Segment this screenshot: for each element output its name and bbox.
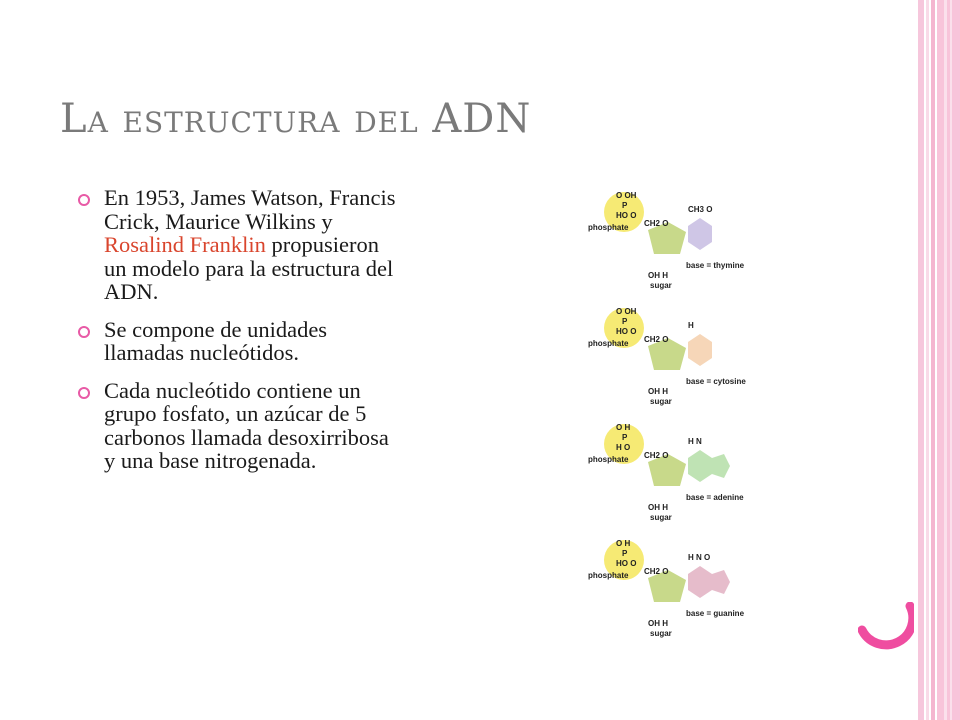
phosphate-label: phosphate [588, 223, 629, 232]
decorative-stripe [931, 0, 935, 720]
decorative-stripe [950, 0, 952, 720]
sugar-oh-label: OH H [648, 387, 668, 396]
bullet-item: Se compone de unidades llamadas nucleóti… [78, 316, 398, 365]
sugar-label: sugar [650, 513, 672, 522]
phosphate-group-label: HO O [616, 559, 636, 568]
sugar-shape [648, 338, 686, 370]
base-label: base = cytosine [686, 377, 746, 386]
phosphate-group-label: P [622, 317, 628, 326]
decorative-stripe [926, 0, 929, 720]
sugar-shape [648, 454, 686, 486]
sugar-oh-label: OH H [648, 271, 668, 280]
base-label: base = adenine [686, 493, 744, 502]
phosphate-circle [604, 424, 644, 464]
base-group-label: H [688, 321, 694, 330]
base-ring [712, 570, 730, 594]
base-ring [688, 218, 712, 250]
sugar-oh-label: OH H [648, 503, 668, 512]
decorative-stripe [918, 0, 924, 720]
sugar-group-label: CH2 O [644, 219, 668, 228]
phosphate-group-label: O H [616, 539, 630, 548]
sugar-oh-label: OH H [648, 619, 668, 628]
sugar-label: sugar [650, 281, 672, 290]
highlight-text: Rosalind Franklin [104, 232, 266, 257]
phosphate-circle [604, 192, 644, 232]
sugar-group-label: CH2 O [644, 451, 668, 460]
bullet-text: Se compone de unidades llamadas nucleóti… [104, 316, 328, 365]
bullet-text: Cada nucleótido contiene un grupo fosfat… [104, 377, 389, 473]
phosphate-label: phosphate [588, 455, 629, 464]
phosphate-group-label: P [622, 201, 628, 210]
phosphate-circle [604, 308, 644, 348]
bullet-list: En 1953, James Watson, Francis Crick, Ma… [78, 186, 398, 487]
decorative-arc [858, 602, 914, 650]
phosphate-group-label: H O [616, 443, 630, 452]
phosphate-group-label: P [622, 549, 628, 558]
phosphate-label: phosphate [588, 571, 629, 580]
bullet-icon [78, 194, 90, 206]
base-ring [688, 334, 712, 366]
phosphate-label: phosphate [588, 339, 629, 348]
base-ring [688, 450, 712, 482]
phosphate-group-label: HO O [616, 327, 636, 336]
sugar-label: sugar [650, 397, 672, 406]
base-label: base = thymine [686, 261, 745, 270]
phosphate-group-label: O OH [616, 191, 637, 200]
base-group-label: CH3 O [688, 205, 712, 214]
sugar-shape [648, 222, 686, 254]
bullet-text: En 1953, James Watson, Francis Crick, Ma… [104, 185, 396, 234]
bullet-text: propusieron un modelo para la estructura… [104, 232, 394, 304]
base-group-label: H N [688, 437, 702, 446]
sugar-label: sugar [650, 629, 672, 638]
bullet-icon [78, 325, 90, 338]
decorative-stripe [944, 0, 947, 720]
bullet-item: Cada nucleótido contiene un grupo fosfat… [78, 377, 398, 473]
base-ring [712, 454, 730, 478]
sugar-group-label: CH2 O [644, 335, 668, 344]
decorative-stripe [937, 0, 960, 720]
phosphate-group-label: HO O [616, 211, 636, 220]
bullet-item: En 1953, James Watson, Francis Crick, Ma… [78, 186, 398, 304]
base-label: base = guanine [686, 609, 745, 618]
phosphate-circle [604, 540, 644, 580]
phosphate-group-label: P [622, 433, 628, 442]
phosphate-group-label: O H [616, 423, 630, 432]
base-ring [688, 566, 712, 598]
slide-title: La estructura del ADN [60, 96, 532, 142]
phosphate-group-label: O OH [616, 307, 637, 316]
sugar-group-label: CH2 O [644, 567, 668, 576]
base-group-label: H N O [688, 553, 710, 562]
sugar-shape [648, 570, 686, 602]
bullet-icon [78, 386, 90, 399]
